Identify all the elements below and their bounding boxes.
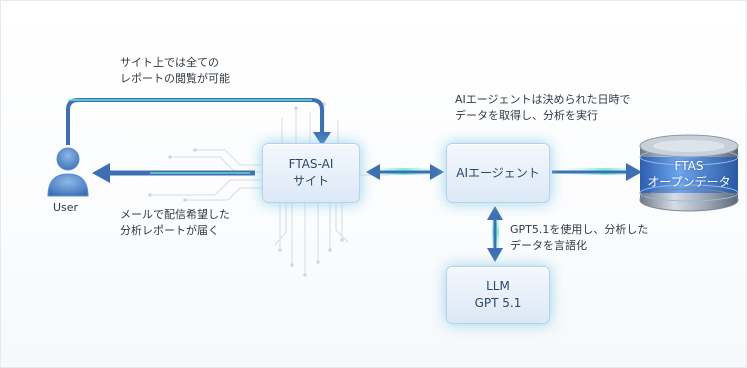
note-llm-usage-line2: データを言語化: [510, 239, 587, 252]
arrowhead-site-to-user: [92, 163, 110, 183]
note-email-report-line2: 分析レポートが届く: [120, 224, 219, 237]
database-line1: FTAS: [674, 159, 704, 173]
circuit-nodes: [148, 102, 344, 277]
note-llm-usage: GPT5.1を使用し、分析した データを言語化: [510, 222, 648, 254]
note-agent-schedule-line2: データを取得し、分析を実行: [455, 109, 598, 122]
user-icon: [47, 147, 89, 197]
circuit-traces: [150, 104, 390, 275]
note-agent-schedule-line1: AIエージェントは決められた日時で: [455, 93, 631, 106]
database-line2: オープンデータ: [647, 175, 731, 189]
ai-agent-node: AIエージェント: [446, 143, 550, 203]
note-agent-schedule: AIエージェントは決められた日時で データを取得し、分析を実行: [455, 92, 631, 124]
ai-agent-label: AIエージェント: [456, 165, 540, 180]
ftas-site-line2: サイト: [292, 174, 329, 188]
note-site-view: サイト上では全ての レポートの閲覧が可能: [120, 55, 230, 87]
ftas-site-line1: FTAS-AI: [288, 157, 334, 171]
llm-line2: GPT 5.1: [474, 296, 522, 310]
llm-node: LLM GPT 5.1: [446, 266, 550, 324]
llm-line1: LLM: [486, 279, 510, 293]
ftas-site-node: FTAS-AI サイト: [262, 143, 360, 203]
user-label: User: [53, 201, 79, 214]
note-site-view-line1: サイト上では全ての: [120, 56, 219, 69]
database-label: FTAS オープンデータ: [640, 158, 738, 190]
note-email-report-line1: メールで配信希望した: [120, 208, 230, 221]
note-site-view-line2: レポートの閲覧が可能: [120, 72, 230, 85]
note-email-report: メールで配信希望した 分析レポートが届く: [120, 207, 230, 239]
arrow-user-to-site: [66, 98, 324, 145]
note-llm-usage-line1: GPT5.1を使用し、分析した: [510, 223, 649, 236]
arrowhead-user-to-site: [313, 132, 331, 146]
database-icon: [639, 134, 739, 212]
